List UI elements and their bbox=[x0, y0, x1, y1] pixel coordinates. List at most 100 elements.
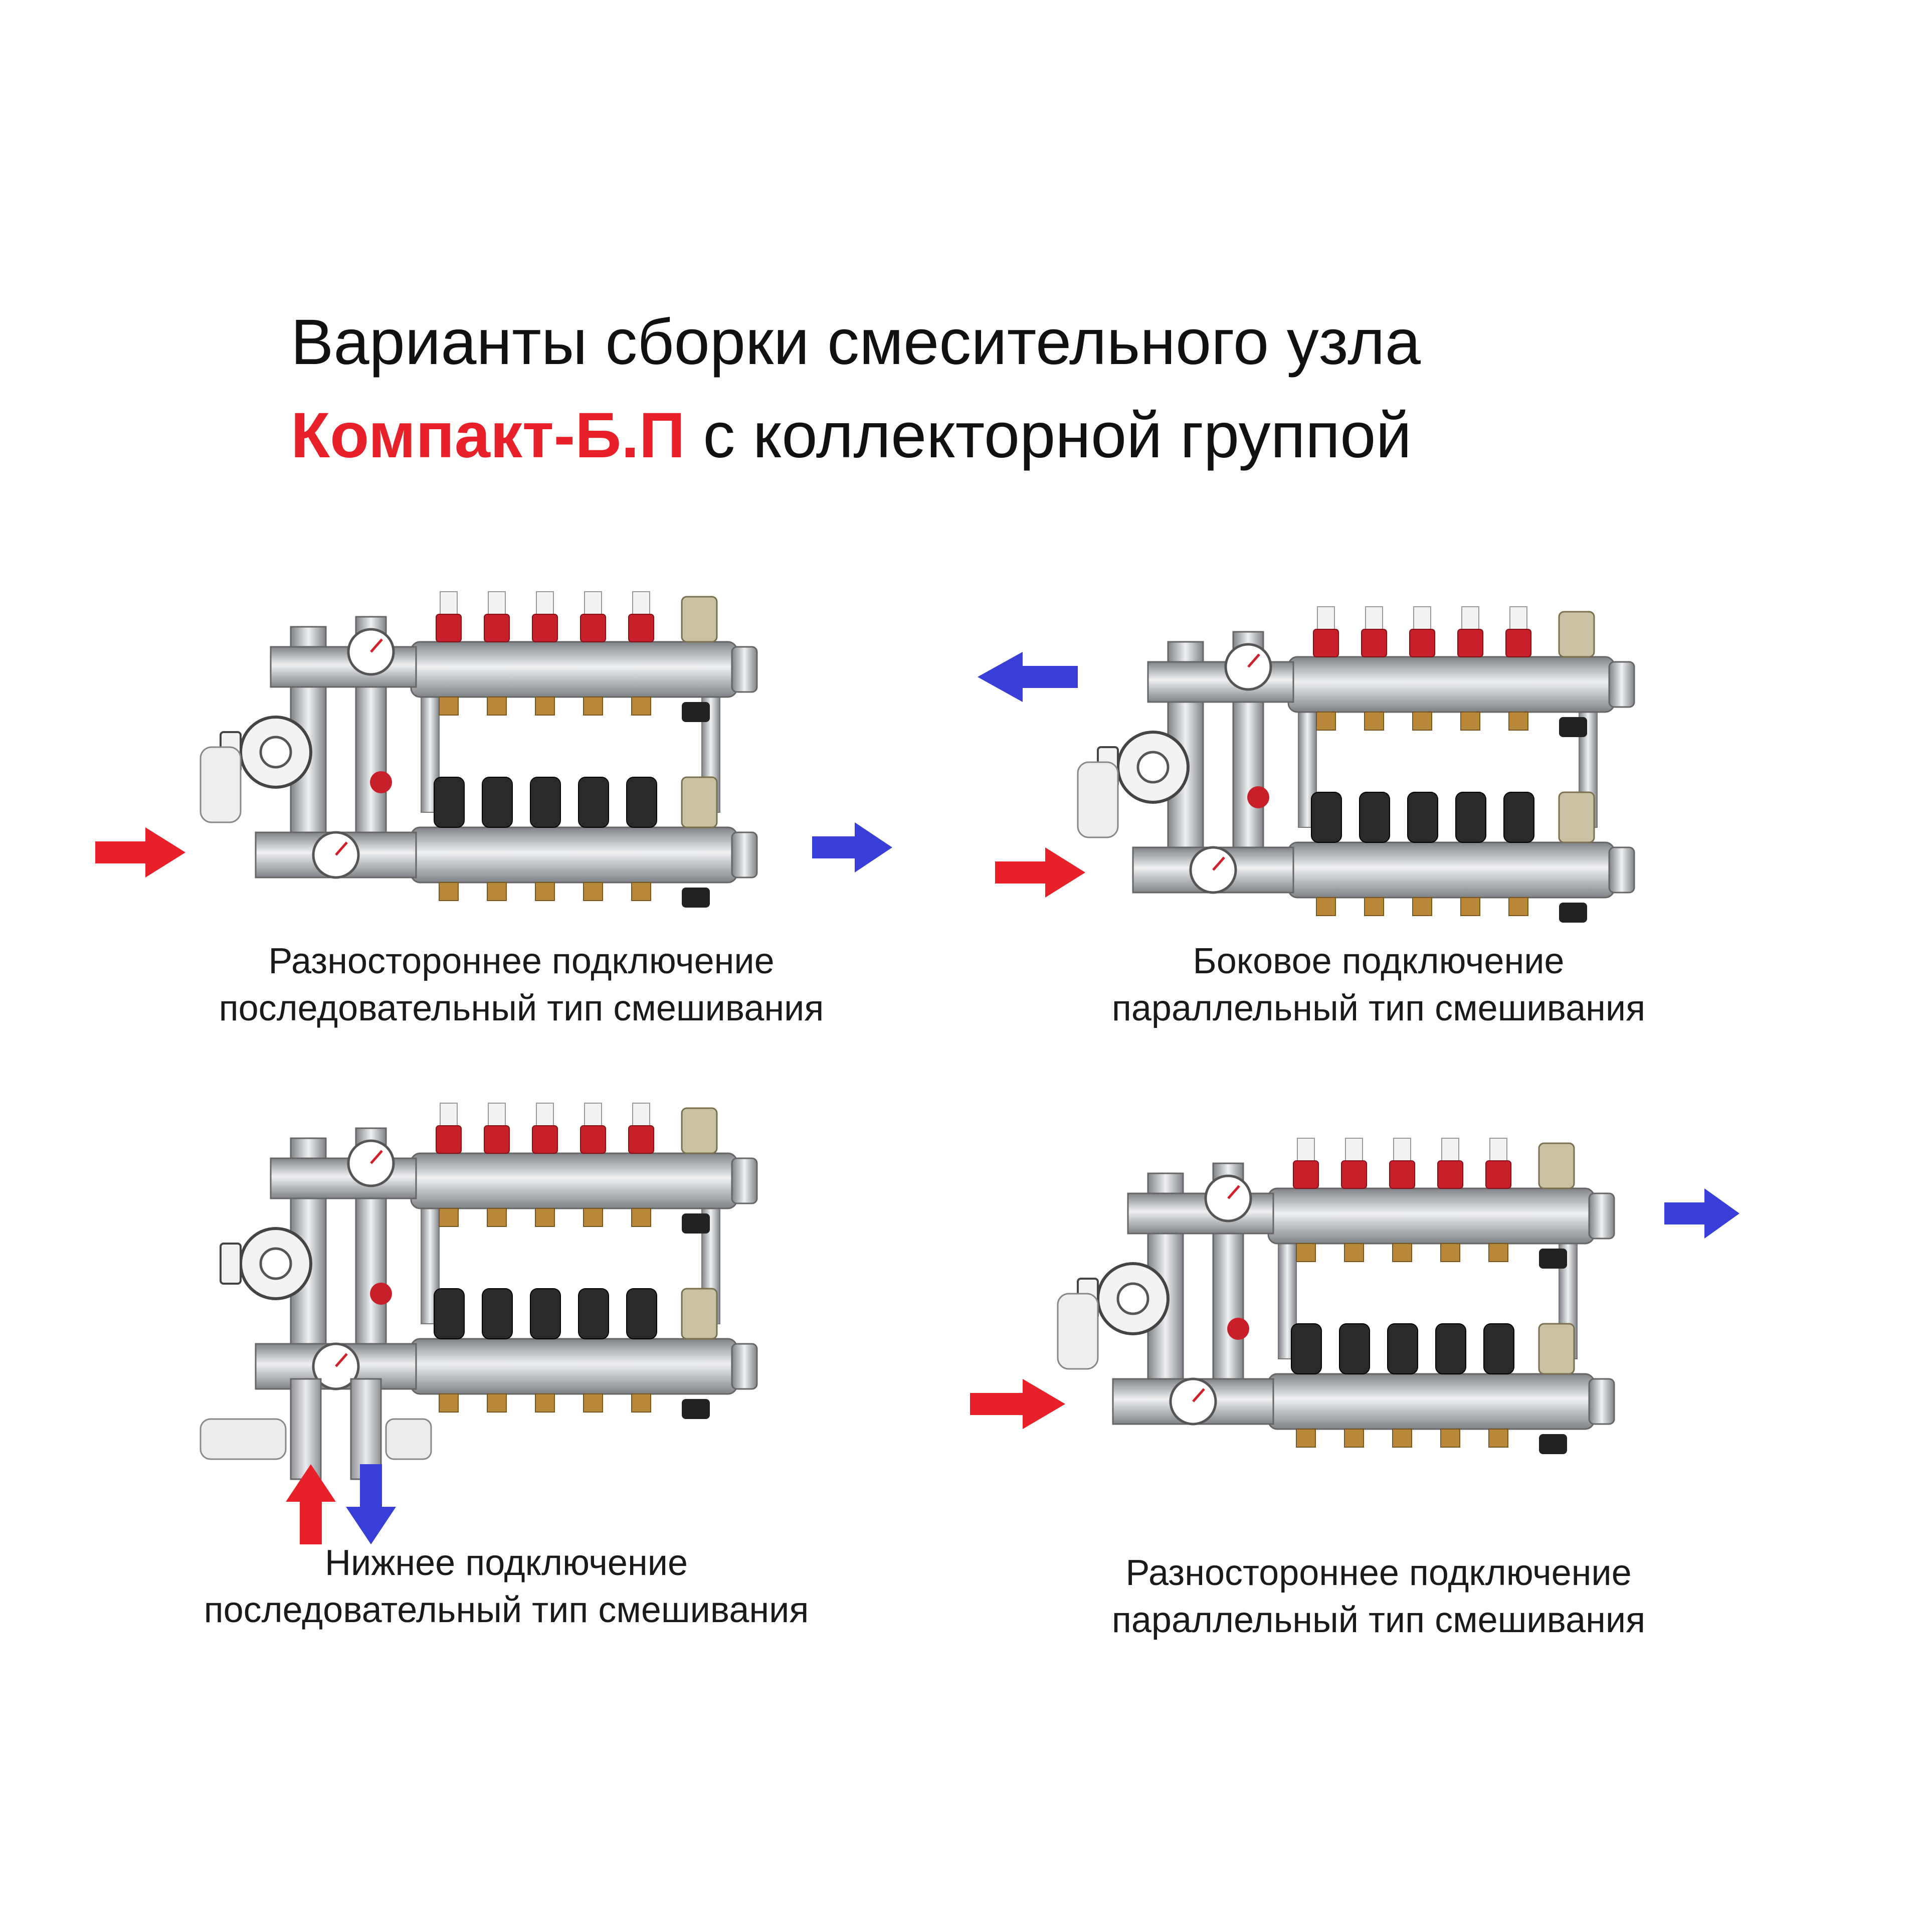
caption-4-line-2: параллельный тип смешивания bbox=[1111, 1600, 1646, 1640]
brass-outlet bbox=[487, 1393, 507, 1413]
brass-outlet bbox=[1296, 1429, 1316, 1448]
brass-outlet bbox=[535, 696, 555, 716]
title-line-1: Варианты сборки смесительного узла bbox=[291, 306, 1421, 378]
brass-outlet bbox=[1344, 1243, 1364, 1262]
brass-outlet bbox=[631, 882, 651, 901]
valve-cap bbox=[578, 1288, 609, 1339]
brass-outlet bbox=[583, 1393, 603, 1413]
drain-valve bbox=[682, 1213, 710, 1234]
blue-arrow-icon bbox=[1664, 1188, 1740, 1239]
flowmeter-window bbox=[1297, 1138, 1315, 1164]
flowmeter bbox=[532, 614, 558, 642]
manifold-illustration bbox=[1057, 1138, 1615, 1454]
drain-valve bbox=[1559, 903, 1587, 923]
flowmeter-window bbox=[536, 591, 554, 617]
brass-outlet bbox=[1296, 1243, 1316, 1262]
flowmeter-window bbox=[536, 1103, 554, 1129]
end-cap bbox=[731, 1343, 758, 1390]
thermostatic-head-icon bbox=[1057, 1293, 1099, 1370]
assembly-4-photo bbox=[1057, 1133, 1729, 1454]
valve-cap bbox=[530, 777, 561, 828]
ball-valve-handle bbox=[1247, 786, 1269, 808]
air-vent bbox=[681, 776, 718, 828]
brass-outlet bbox=[583, 882, 603, 901]
flowmeter bbox=[580, 1125, 606, 1154]
flowmeter-window bbox=[1413, 606, 1431, 632]
flowmeter-window bbox=[632, 1103, 650, 1129]
page-title: Варианты сборки смесительного узла Компа… bbox=[291, 296, 1421, 482]
supply-arrow-1 bbox=[95, 827, 185, 880]
flowmeter bbox=[1361, 629, 1387, 657]
valve-cap bbox=[1359, 792, 1390, 843]
flowmeter bbox=[1437, 1160, 1463, 1189]
brand-name: Компакт-Б.П bbox=[291, 399, 685, 471]
valve-cap bbox=[1407, 792, 1438, 843]
thermostatic-head-icon bbox=[200, 746, 242, 823]
flowmeter-window bbox=[1393, 1138, 1411, 1164]
caption-variant-2: Боковое подключение параллельный тип сме… bbox=[1028, 938, 1729, 1032]
caption-variant-1: Разностороннее подключение последователь… bbox=[170, 938, 872, 1032]
ball-valve-handle bbox=[1227, 1318, 1249, 1340]
flowmeter-window bbox=[440, 1103, 458, 1129]
return-manifold bbox=[1287, 841, 1615, 899]
flowmeter bbox=[532, 1125, 558, 1154]
brass-outlet bbox=[1440, 1243, 1460, 1262]
flowmeter bbox=[628, 1125, 654, 1154]
gauge-needle bbox=[335, 1353, 348, 1367]
brass-outlet bbox=[583, 1208, 603, 1227]
caption-4-line-1: Разностороннее подключение bbox=[1125, 1553, 1632, 1593]
valve-cap bbox=[1435, 1323, 1466, 1374]
brass-outlet bbox=[1460, 897, 1480, 916]
air-vent bbox=[681, 1288, 718, 1340]
brass-outlet bbox=[1412, 712, 1432, 731]
valve-cap bbox=[482, 777, 513, 828]
end-cap bbox=[731, 646, 758, 693]
title-line-2: Компакт-Б.П с коллекторной группой bbox=[291, 389, 1421, 482]
flowmeter-window bbox=[1441, 1138, 1459, 1164]
flowmeter bbox=[1485, 1160, 1511, 1189]
supply-arrow-4 bbox=[970, 1379, 1065, 1432]
end-cap bbox=[1608, 661, 1635, 708]
brass-outlet bbox=[1364, 897, 1384, 916]
brass-outlet bbox=[439, 696, 459, 716]
air-vent bbox=[1558, 791, 1595, 843]
brass-outlet bbox=[535, 882, 555, 901]
ball-valve-handle bbox=[370, 771, 392, 793]
valve-cap bbox=[434, 1288, 465, 1339]
air-vent bbox=[1558, 611, 1595, 658]
brass-outlet bbox=[1488, 1243, 1508, 1262]
flowmeter-window bbox=[584, 591, 602, 617]
flowmeter bbox=[1313, 629, 1339, 657]
supply-arrow-2 bbox=[995, 847, 1085, 900]
flowmeter-window bbox=[1461, 606, 1479, 632]
brass-outlet bbox=[1508, 897, 1528, 916]
supply-manifold bbox=[410, 641, 738, 698]
caption-3-line-2: последовательный тип смешивания bbox=[204, 1590, 809, 1630]
gauge-needle bbox=[1227, 1185, 1240, 1199]
end-cap bbox=[731, 831, 758, 879]
return-arrow-4 bbox=[1664, 1188, 1740, 1241]
flowmeter-window bbox=[632, 591, 650, 617]
brass-outlet bbox=[535, 1393, 555, 1413]
gauge-needle bbox=[1192, 1388, 1205, 1402]
return-manifold bbox=[410, 826, 738, 884]
brass-outlet bbox=[439, 1393, 459, 1413]
brass-outlet bbox=[1392, 1429, 1412, 1448]
assembly-1-photo bbox=[200, 587, 872, 908]
flowmeter-window bbox=[1365, 606, 1383, 632]
supply-manifold bbox=[410, 1152, 738, 1209]
flowmeter bbox=[1409, 629, 1435, 657]
brass-outlet bbox=[583, 696, 603, 716]
flowmeter bbox=[628, 614, 654, 642]
return-arrow-3 bbox=[346, 1464, 396, 1547]
caption-1-line-1: Разностороннее подключение bbox=[268, 941, 775, 981]
brass-outlet bbox=[535, 1208, 555, 1227]
end-cap bbox=[1588, 1192, 1615, 1240]
pump-box bbox=[220, 1243, 242, 1285]
drain-valve bbox=[1559, 717, 1587, 737]
brass-outlet bbox=[631, 1208, 651, 1227]
flowmeter-window bbox=[488, 591, 506, 617]
valve-cap bbox=[578, 777, 609, 828]
flowmeter bbox=[484, 1125, 510, 1154]
brass-outlet bbox=[1508, 712, 1528, 731]
